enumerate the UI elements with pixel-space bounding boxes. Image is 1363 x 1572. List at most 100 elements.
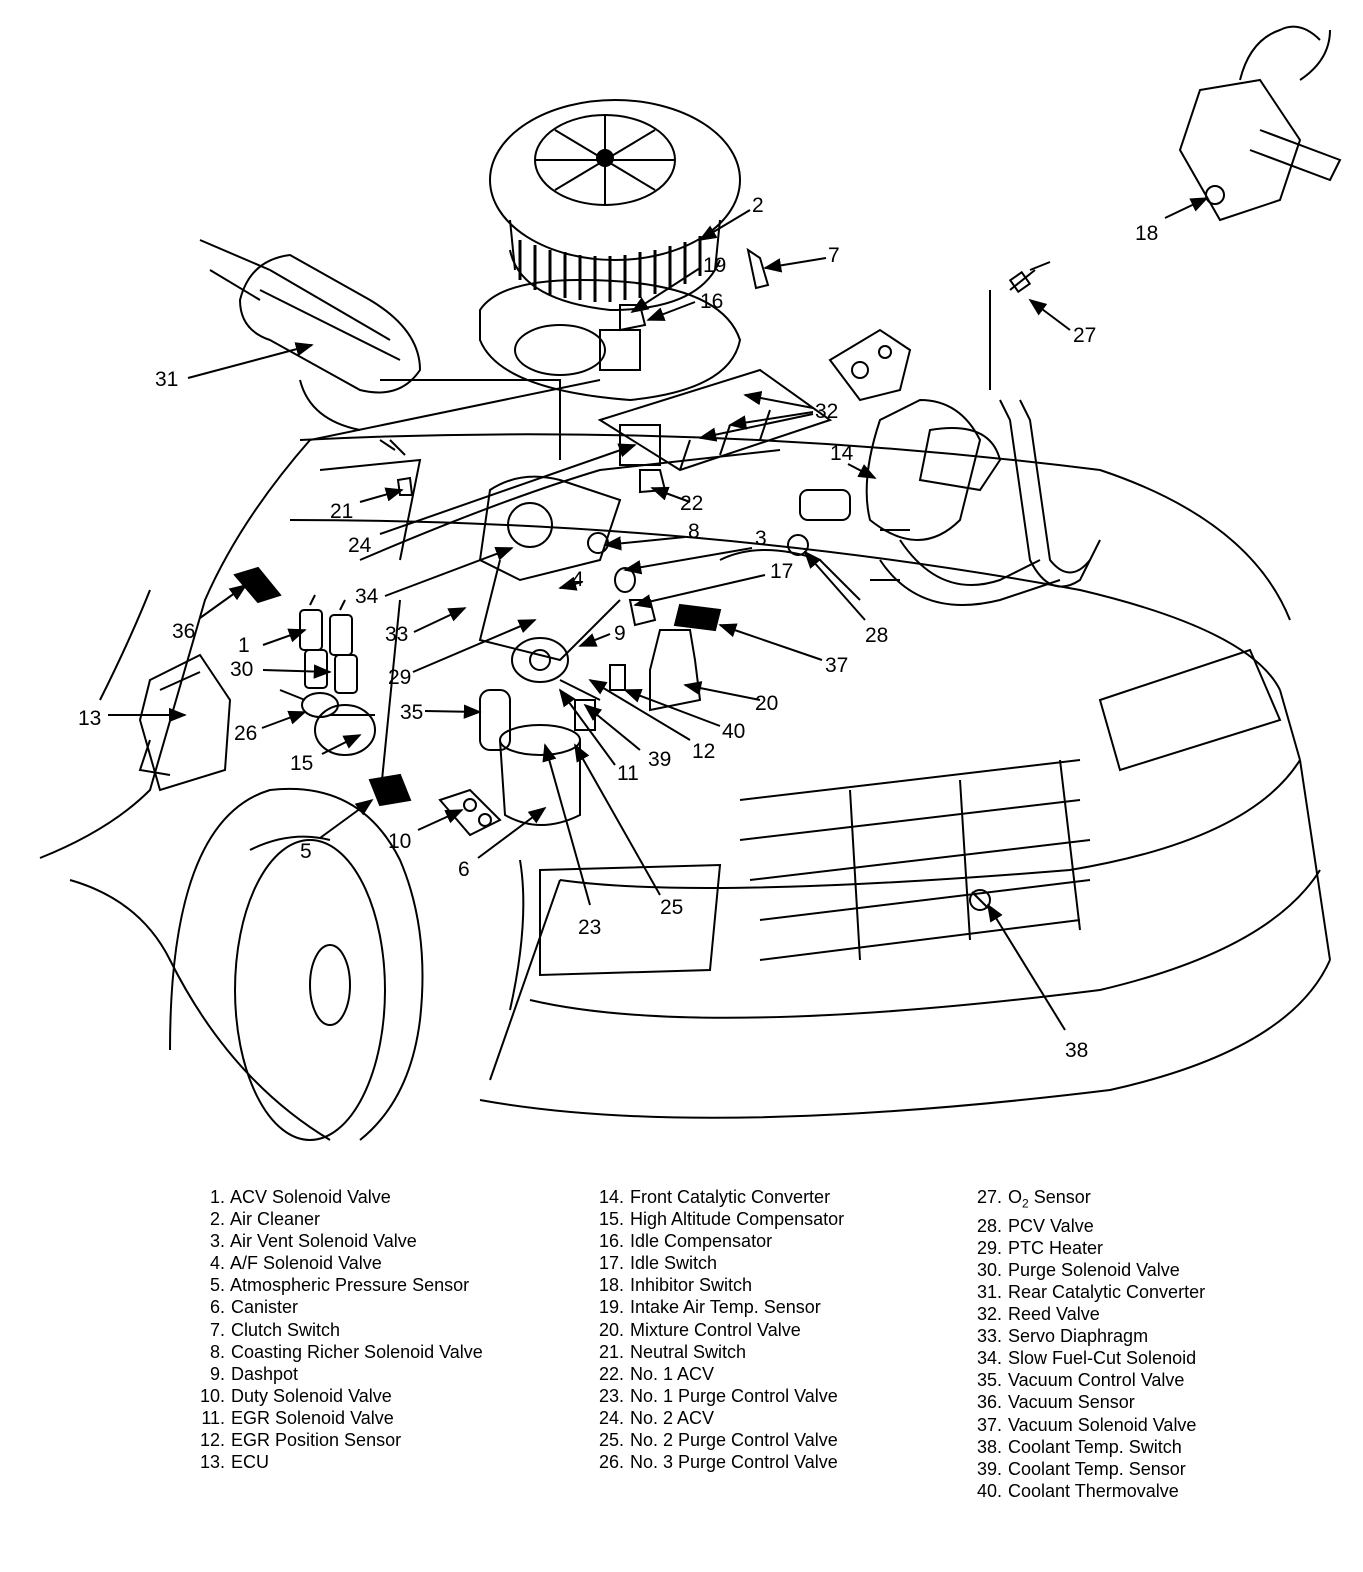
legend-item: 24. No. 2 ACV (584, 1407, 844, 1429)
callout-23: 23 (578, 916, 601, 939)
legend-text: No. 1 Purge Control Valve (625, 1385, 838, 1406)
legend-text: ACV Solenoid Valve (226, 1187, 391, 1207)
legend-text: No. 3 Purge Control Valve (625, 1452, 838, 1473)
legend-item: 5. Atmospheric Pressure Sensor (186, 1274, 483, 1296)
engine-compartment-diagram: 1 2 3 4 5 6 7 8 9 10 11 12 13 14 15 16 1… (39, 25, 1342, 1141)
callout-39: 39 (648, 748, 671, 771)
legend-item: 33. Servo Diaphragm (962, 1325, 1205, 1347)
callout-1: 1 (238, 634, 250, 657)
legend-number: 4. (209, 1253, 225, 1274)
legend-number: 5. (209, 1275, 225, 1296)
legend-item: 10. Duty Solenoid Valve (186, 1385, 483, 1407)
legend-number: 15. (598, 1209, 624, 1230)
legend-item: 12. EGR Position Sensor (186, 1429, 483, 1451)
legend-text: Reed Valve (1003, 1304, 1100, 1325)
legend-text: Coolant Temp. Switch (1003, 1436, 1182, 1457)
legend-number: 10. (199, 1385, 225, 1406)
legend-number: 20. (598, 1319, 624, 1340)
solenoid-valve-cluster-drawing (299, 594, 358, 694)
legend-item: 29. PTC Heater (962, 1237, 1205, 1259)
legend-item: 40. Coolant Thermovalve (962, 1480, 1205, 1502)
callout-32: 32 (815, 400, 838, 423)
legend-text: PTC Heater (1003, 1237, 1104, 1258)
callout-34: 34 (355, 585, 379, 608)
legend-item: 3. Air Vent Solenoid Valve (186, 1230, 483, 1252)
callout-9: 9 (614, 622, 626, 645)
legend-number: 37. (976, 1414, 1002, 1435)
legend-item: 21. Neutral Switch (584, 1341, 844, 1363)
legend-item: 4. A/F Solenoid Valve (186, 1252, 483, 1274)
legend-number: 13. (199, 1452, 225, 1473)
legend-item: 15. High Altitude Compensator (584, 1208, 844, 1230)
legend-number: 39. (976, 1458, 1002, 1479)
legend-number: 17. (598, 1253, 624, 1274)
legend-text: Vacuum Control Valve (1003, 1370, 1185, 1391)
legend-text: Atmospheric Pressure Sensor (226, 1275, 470, 1296)
legend-number: 35. (976, 1370, 1002, 1391)
legend-number: 21. (598, 1341, 624, 1362)
legend-number: 31. (976, 1281, 1002, 1302)
callout-19: 19 (703, 254, 726, 277)
legend-text: EGR Position Sensor (226, 1430, 402, 1451)
callout-labels: 1 2 3 4 5 6 7 8 9 10 11 12 13 14 15 16 1… (78, 194, 1158, 1062)
callout-35: 35 (400, 701, 423, 724)
legend-item: 9. Dashpot (186, 1363, 483, 1385)
legend-text: Neutral Switch (625, 1341, 747, 1362)
legend-item: 26. No. 3 Purge Control Valve (584, 1451, 844, 1473)
legend-text: Duty Solenoid Valve (226, 1385, 392, 1406)
legend-text: EGR Solenoid Valve (226, 1407, 394, 1428)
legend-item: 8. Coasting Richer Solenoid Valve (186, 1341, 483, 1363)
misc-components-drawing (379, 247, 809, 731)
legend-text: Purge Solenoid Valve (1003, 1259, 1180, 1280)
callout-5: 5 (300, 840, 312, 863)
legend-text: O (1003, 1187, 1023, 1207)
legend-item: 19. Intake Air Temp. Sensor (584, 1296, 844, 1318)
legend-number: 19. (598, 1297, 624, 1318)
legend-text: PCV Valve (1003, 1215, 1094, 1236)
legend-item: 25. No. 2 Purge Control Valve (584, 1429, 844, 1451)
legend-item: 32. Reed Valve (962, 1303, 1205, 1325)
callout-25: 25 (660, 896, 683, 919)
legend-text: Slow Fuel-Cut Solenoid (1003, 1348, 1197, 1369)
legend-text: Air Cleaner (226, 1209, 321, 1230)
front-catalytic-converter-drawing (828, 328, 1101, 606)
rear-catalytic-converter-drawing (199, 239, 430, 431)
legend-item: 6. Canister (186, 1296, 483, 1318)
callout-29: 29 (388, 666, 411, 689)
callout-31: 31 (155, 368, 178, 391)
legend-text: Coolant Thermovalve (1003, 1480, 1179, 1501)
legend-number: 22. (598, 1363, 624, 1384)
legend-item: 30. Purge Solenoid Valve (962, 1259, 1205, 1281)
legend-number: 25. (598, 1430, 624, 1451)
legend-item: 38. Coolant Temp. Switch (962, 1436, 1205, 1458)
canister-drawing (279, 689, 581, 837)
legend-number: 2. (209, 1209, 225, 1230)
vacuum-sensor-drawing (233, 566, 282, 604)
legend-number: 11. (201, 1407, 225, 1428)
legend-text-suffix: Sensor (1028, 1187, 1091, 1207)
callout-30: 30 (230, 658, 253, 681)
legend-item: 14. Front Catalytic Converter (584, 1186, 844, 1208)
legend-text: Intake Air Temp. Sensor (625, 1297, 821, 1318)
legend-item: 36. Vacuum Sensor (962, 1391, 1205, 1413)
callout-6: 6 (458, 858, 470, 881)
legend-text: No. 2 ACV (625, 1407, 715, 1428)
legend-item: 34. Slow Fuel-Cut Solenoid (962, 1347, 1205, 1369)
legend-number: 8. (209, 1341, 225, 1362)
ecu-drawing (138, 653, 232, 792)
vehicle-body (39, 290, 1331, 1141)
callout-40: 40 (722, 720, 745, 743)
legend-item: 20. Mixture Control Valve (584, 1319, 844, 1341)
legend-text: Coolant Temp. Sensor (1003, 1458, 1186, 1479)
legend-number: 3. (209, 1231, 225, 1252)
callout-36: 36 (172, 620, 195, 643)
legend-text: Air Vent Solenoid Valve (226, 1231, 417, 1252)
callout-26: 26 (234, 722, 257, 745)
callout-22: 22 (680, 492, 703, 515)
legend-number: 24. (598, 1407, 624, 1428)
legend-text: Idle Compensator (625, 1231, 773, 1252)
legend-number: 30. (976, 1259, 1002, 1280)
legend-item: 35. Vacuum Control Valve (962, 1369, 1205, 1391)
legend-item: 17. Idle Switch (584, 1252, 844, 1274)
